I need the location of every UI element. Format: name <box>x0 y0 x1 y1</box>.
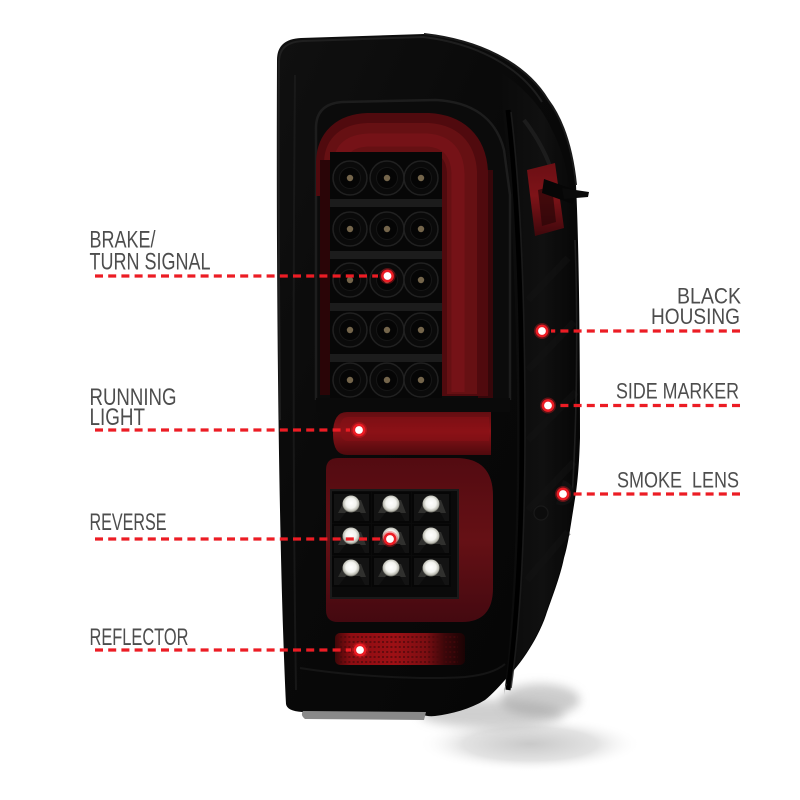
svg-text:REVERSE: REVERSE <box>90 509 167 536</box>
svg-text:BLACK: BLACK <box>677 284 741 309</box>
svg-text:SIDE MARKER: SIDE MARKER <box>616 379 739 404</box>
svg-text:HOUSING: HOUSING <box>651 304 740 329</box>
svg-text:REFLECTOR: REFLECTOR <box>90 624 189 651</box>
svg-text:TURN SIGNAL: TURN SIGNAL <box>90 249 211 276</box>
svg-text:RUNNING: RUNNING <box>90 384 177 411</box>
svg-text:LIGHT: LIGHT <box>90 404 146 431</box>
svg-text:SMOKE LENS: SMOKE LENS <box>617 468 739 493</box>
svg-text:BRAKE/: BRAKE/ <box>90 227 156 254</box>
